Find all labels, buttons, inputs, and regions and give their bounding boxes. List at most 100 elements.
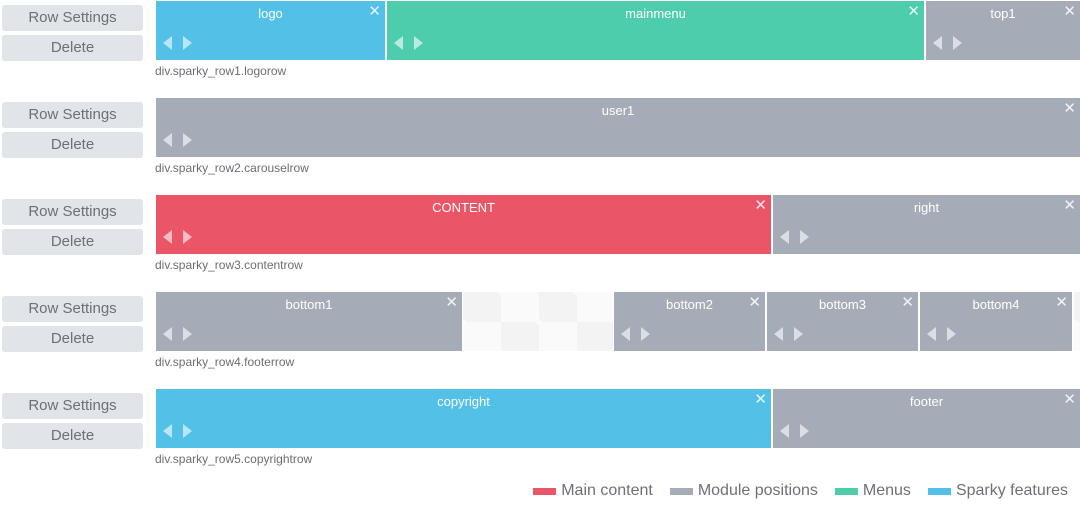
row-selector-label: div.sparky_row1.logorow [155,64,287,78]
arrow-left-icon[interactable] [933,36,942,50]
arrow-left-icon[interactable] [780,424,789,438]
row-modules: bottom1 ✕ bottom2 ✕ bottom3 ✕ bottom4 ✕ [156,292,1080,351]
module-mainmenu[interactable]: mainmenu ✕ [387,1,924,60]
layout-row-5: Row Settings Delete copyright ✕ footer ✕… [0,389,1080,479]
close-icon[interactable]: ✕ [1063,99,1076,117]
legend-item-menus: Menus [834,482,911,500]
legend-label: Menus [862,482,911,499]
close-icon[interactable]: ✕ [1055,293,1068,311]
module-name: bottom2 [666,297,713,312]
empty-column-slot [1074,292,1080,351]
module-name: footer [909,394,944,409]
arrow-right-icon[interactable] [183,36,192,50]
module-name: mainmenu [625,6,686,21]
legend-label: Main content [561,482,653,499]
layout-row-4: Row Settings Delete bottom1 ✕ bottom2 ✕ … [0,292,1080,382]
module-top1[interactable]: top1 ✕ [926,1,1080,60]
close-icon[interactable]: ✕ [1063,196,1076,214]
arrow-left-icon[interactable] [621,327,630,341]
legend-swatch [669,487,693,495]
legend-item-module-positions: Module positions [669,482,818,500]
close-icon[interactable]: ✕ [907,2,920,20]
row-settings-button[interactable]: Row Settings [2,199,143,225]
close-icon[interactable]: ✕ [748,293,761,311]
delete-row-button[interactable]: Delete [2,326,143,352]
arrow-right-icon[interactable] [183,327,192,341]
module-user1[interactable]: user1 ✕ [156,98,1080,157]
module-name: user1 [601,103,635,118]
arrow-right-icon[interactable] [800,424,809,438]
module-bottom2[interactable]: bottom2 ✕ [614,292,765,351]
arrow-right-icon[interactable] [183,424,192,438]
arrow-left-icon[interactable] [927,327,936,341]
legend-label: Module positions [697,482,818,499]
module-content[interactable]: CONTENT ✕ [156,195,771,254]
row-settings-button[interactable]: Row Settings [2,5,143,31]
arrow-left-icon[interactable] [163,133,172,147]
module-footer[interactable]: footer ✕ [773,389,1080,448]
legend-swatch [533,487,557,495]
legend-swatch [927,487,951,495]
close-icon[interactable]: ✕ [368,2,381,20]
row-selector-label: div.sparky_row2.carouselrow [155,161,309,175]
row-modules: logo ✕ mainmenu ✕ top1 ✕ [156,1,1080,60]
layout-row-1: Row Settings Delete logo ✕ mainmenu ✕ to… [0,1,1080,91]
empty-column-slot [463,292,613,351]
module-name: bottom1 [285,297,333,312]
color-legend: Main content Module positions Menus Spar… [516,481,1068,501]
close-icon[interactable]: ✕ [754,196,767,214]
arrow-right-icon[interactable] [414,36,423,50]
arrow-right-icon[interactable] [641,327,650,341]
arrow-left-icon[interactable] [163,327,172,341]
row-selector-label: div.sparky_row4.footerrow [155,355,295,369]
row-settings-button[interactable]: Row Settings [2,296,143,322]
delete-row-button[interactable]: Delete [2,35,143,61]
delete-row-button[interactable]: Delete [2,132,143,158]
close-icon[interactable]: ✕ [754,390,767,408]
row-modules: user1 ✕ [156,98,1080,157]
arrow-right-icon[interactable] [953,36,962,50]
module-bottom3[interactable]: bottom3 ✕ [767,292,918,351]
module-name: CONTENT [432,200,495,215]
arrow-right-icon[interactable] [800,230,809,244]
arrow-left-icon[interactable] [163,230,172,244]
module-name: logo [258,6,283,21]
arrow-right-icon[interactable] [183,133,192,147]
module-name: right [913,200,940,215]
module-name: bottom3 [819,297,866,312]
arrow-left-icon[interactable] [163,424,172,438]
legend-label: Sparky features [955,482,1068,499]
module-logo[interactable]: logo ✕ [156,1,385,60]
delete-row-button[interactable]: Delete [2,229,143,255]
module-bottom1[interactable]: bottom1 ✕ [156,292,462,351]
legend-item-sparky-features: Sparky features [927,482,1068,500]
module-copyright[interactable]: copyright ✕ [156,389,771,448]
module-name: copyright [437,394,490,409]
row-selector-label: div.sparky_row5.copyrightrow [155,452,313,466]
layout-row-2: Row Settings Delete user1 ✕ div.sparky_r… [0,98,1080,188]
close-icon[interactable]: ✕ [901,293,914,311]
row-settings-button[interactable]: Row Settings [2,102,143,128]
row-settings-button[interactable]: Row Settings [2,393,143,419]
close-icon[interactable]: ✕ [1063,390,1076,408]
close-icon[interactable]: ✕ [1063,2,1076,20]
arrow-left-icon[interactable] [780,230,789,244]
module-name: bottom4 [972,297,1020,312]
arrow-right-icon[interactable] [794,327,803,341]
row-modules: CONTENT ✕ right ✕ [156,195,1080,254]
arrow-left-icon[interactable] [774,327,783,341]
close-icon[interactable]: ✕ [445,293,458,311]
arrow-right-icon[interactable] [183,230,192,244]
legend-item-main-content: Main content [533,482,653,500]
module-bottom4[interactable]: bottom4 ✕ [920,292,1072,351]
legend-swatch [834,487,858,495]
arrow-left-icon[interactable] [163,36,172,50]
arrow-right-icon[interactable] [947,327,956,341]
module-name: top1 [990,6,1016,21]
module-right[interactable]: right ✕ [773,195,1080,254]
row-modules: copyright ✕ footer ✕ [156,389,1080,448]
layout-row-3: Row Settings Delete CONTENT ✕ right ✕ di… [0,195,1080,285]
arrow-left-icon[interactable] [394,36,403,50]
delete-row-button[interactable]: Delete [2,423,143,449]
row-selector-label: div.sparky_row3.contentrow [155,258,303,272]
